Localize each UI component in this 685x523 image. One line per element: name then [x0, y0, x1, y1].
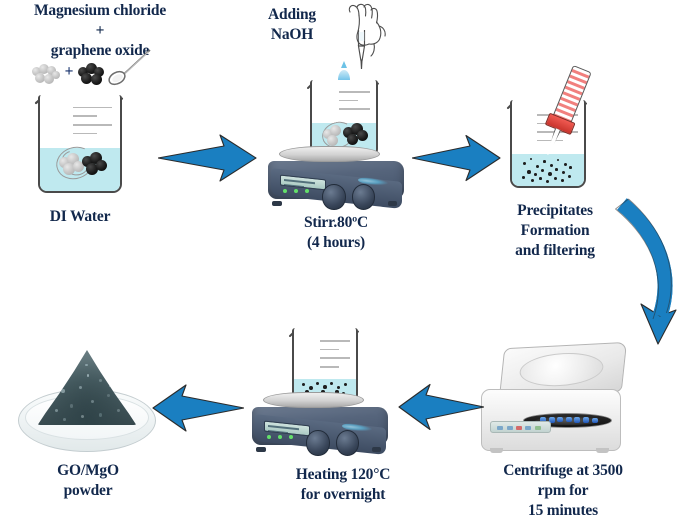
centrifuge-tube-5 — [574, 416, 581, 423]
heating-label-line2: for overnight — [300, 486, 386, 503]
beaker-graduations — [73, 106, 112, 141]
magnetic-stirrer-hotplate-2 — [252, 392, 388, 456]
hotplate-knob-speed[interactable] — [322, 184, 346, 210]
hotplate-foot-right — [371, 447, 382, 452]
beaker-graduations — [338, 90, 370, 117]
centrifuge-tube-6 — [582, 417, 590, 423]
petri-dish-with-powder — [18, 350, 156, 452]
centrifuge-label-line3: 15 minutes — [528, 502, 598, 519]
dissolved-graphene-oxide-icon — [82, 151, 110, 175]
centrifuge-label-line2: rpm for — [537, 482, 589, 499]
suspension-gray-icon — [323, 124, 349, 146]
centrifuge-tube-7 — [591, 417, 598, 424]
precipitates-label-line3: and filtering — [515, 242, 595, 259]
precipitates-label-line1: Precipitates — [517, 202, 593, 219]
centrifuge-foot-right — [596, 448, 609, 453]
spatula-icon — [104, 48, 152, 86]
hotplate-knob-temperature[interactable] — [352, 184, 376, 210]
precipitates-label-line2: Formation — [520, 222, 590, 239]
hotplate-led-green-1 — [282, 189, 287, 194]
beaker-graduations — [319, 340, 351, 374]
dissolved-magnesium-chloride-icon — [58, 151, 88, 175]
hotplate-surface — [262, 392, 364, 409]
hotplate-knob-speed[interactable] — [306, 430, 330, 456]
centrifuge-button-3[interactable] — [515, 425, 522, 430]
precipitate-particles — [510, 100, 586, 188]
centrifuge-tube-4 — [565, 416, 572, 423]
graphene-oxide-icon — [77, 62, 107, 85]
precursors-label-line3: graphene oxide — [50, 42, 150, 59]
centrifuge-machine — [478, 341, 630, 455]
di-water-caption: DI Water — [49, 208, 111, 225]
hotplate-foot-right — [387, 201, 398, 206]
arrow-left-1 — [398, 382, 485, 432]
hotplate-led-green-3 — [304, 189, 309, 194]
centrifuge-tube-2 — [548, 416, 555, 423]
hand-with-dropper-icon — [330, 2, 398, 72]
centrifuge-tube-1 — [539, 417, 546, 424]
hotplate-led-green-3 — [288, 435, 293, 440]
precursors-label-plus: + — [95, 22, 105, 39]
product-label-line1: GO/MgO — [57, 462, 119, 479]
centrifuge-button-4[interactable] — [525, 425, 532, 430]
product-label-line2: powder — [63, 482, 113, 499]
adding-naoh-label-line1: Adding — [268, 6, 316, 23]
precursor-plus-icon: + — [64, 63, 74, 80]
pipette-tip — [545, 128, 561, 156]
di-water-beaker — [34, 95, 124, 193]
magnetic-stirrer-hotplate-1 — [268, 146, 404, 210]
hotplate-foot-left — [256, 447, 266, 452]
hotplate-knob-temperature[interactable] — [336, 430, 360, 456]
hotplate-surface — [278, 146, 380, 163]
stirring-label-line1: Stirr.80ºC — [303, 214, 369, 231]
centrifuge-button-5[interactable] — [534, 425, 541, 430]
hotplate-foot-left — [272, 201, 282, 206]
arrow-right-2 — [411, 133, 502, 183]
heating-label-line1: Heating 120°C — [295, 466, 391, 483]
centrifuge-label-line1: Centrifuge at 3500 — [503, 462, 623, 479]
adding-naoh-label-line2: NaOH — [270, 26, 314, 43]
hotplate-led-green-1 — [266, 435, 271, 440]
hotplate-led-green-2 — [277, 435, 282, 440]
arrow-curved-down — [600, 192, 685, 352]
hotplate-led-green-2 — [293, 189, 298, 194]
centrifuge-lid-window — [518, 350, 606, 389]
centrifuge-button-2[interactable] — [506, 425, 513, 430]
arrow-left-2 — [152, 382, 245, 434]
magnesium-chloride-powder-icon — [31, 62, 63, 84]
centrifuge-button-1[interactable] — [497, 425, 504, 430]
centrifuge-body — [481, 389, 621, 453]
suspension-black-icon — [343, 122, 371, 146]
heating-beaker — [289, 328, 359, 404]
precursors-label-line1: Magnesium chloride — [33, 2, 167, 19]
powder-grain-texture — [37, 350, 136, 425]
stirring-label-line2: (4 hours) — [306, 234, 366, 251]
centrifuge-foot-left — [490, 448, 503, 453]
centrifuge-control-panel[interactable] — [490, 420, 551, 433]
centrifuge-tube-3 — [557, 416, 564, 423]
arrow-right-1 — [157, 132, 258, 184]
